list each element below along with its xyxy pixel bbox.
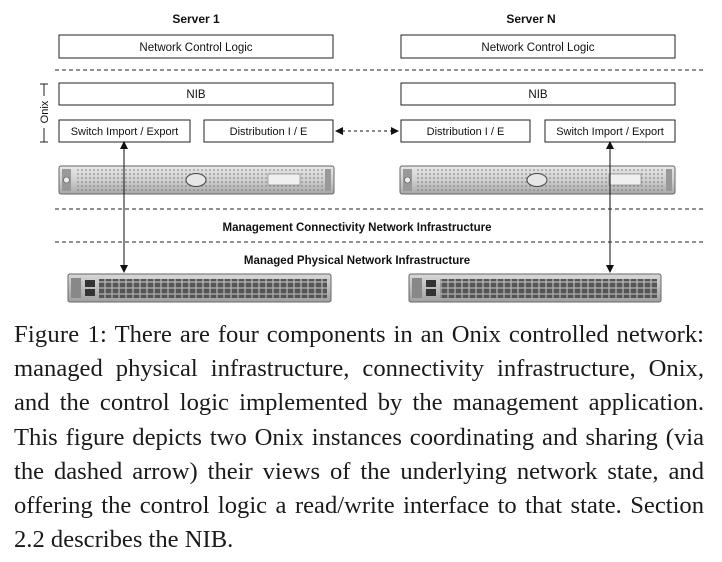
physical-switch-right (408, 273, 662, 303)
figure-caption: Figure 1: There are four components in a… (14, 318, 704, 557)
onix-label: Onix (39, 100, 51, 123)
switch-import-export-box-server-1: Switch Import / Export (58, 119, 191, 143)
distribution-box-server-n: Distribution I / E (400, 119, 531, 143)
figure-label: Figure 1: (14, 321, 108, 348)
distribution-box-server-1: Distribution I / E (203, 119, 334, 143)
control-logic-box-server-1: Network Control Logic (58, 34, 334, 59)
control-logic-label: Network Control Logic (481, 42, 594, 54)
nib-label: NIB (528, 89, 548, 101)
onix-architecture-diagram: Server 1 Server N Network Control Logic … (36, 12, 705, 303)
nib-box-server-1: NIB (58, 82, 334, 106)
server-n-title: Server N (506, 12, 555, 26)
control-logic-label: Network Control Logic (139, 42, 252, 54)
switch-import-export-label: Switch Import / Export (556, 126, 664, 138)
server-1-hardware (58, 165, 335, 195)
switch-import-export-box-server-n: Switch Import / Export (544, 119, 676, 143)
physical-network-label: Managed Physical Network Infrastructure (244, 255, 470, 267)
switch-import-export-label: Switch Import / Export (71, 126, 179, 138)
control-logic-box-server-n: Network Control Logic (400, 34, 676, 59)
distribution-label: Distribution I / E (427, 126, 505, 138)
management-network-label: Management Connectivity Network Infrastr… (222, 222, 491, 234)
server-1-title: Server 1 (172, 12, 220, 26)
physical-switch-left (67, 273, 332, 303)
distribution-label: Distribution I / E (230, 126, 308, 138)
nib-box-server-n: NIB (400, 82, 676, 106)
onix-bracket: Onix (36, 83, 52, 143)
caption-text: There are four components in an Onix con… (14, 321, 704, 554)
nib-label: NIB (186, 89, 206, 101)
server-n-hardware (399, 165, 676, 195)
